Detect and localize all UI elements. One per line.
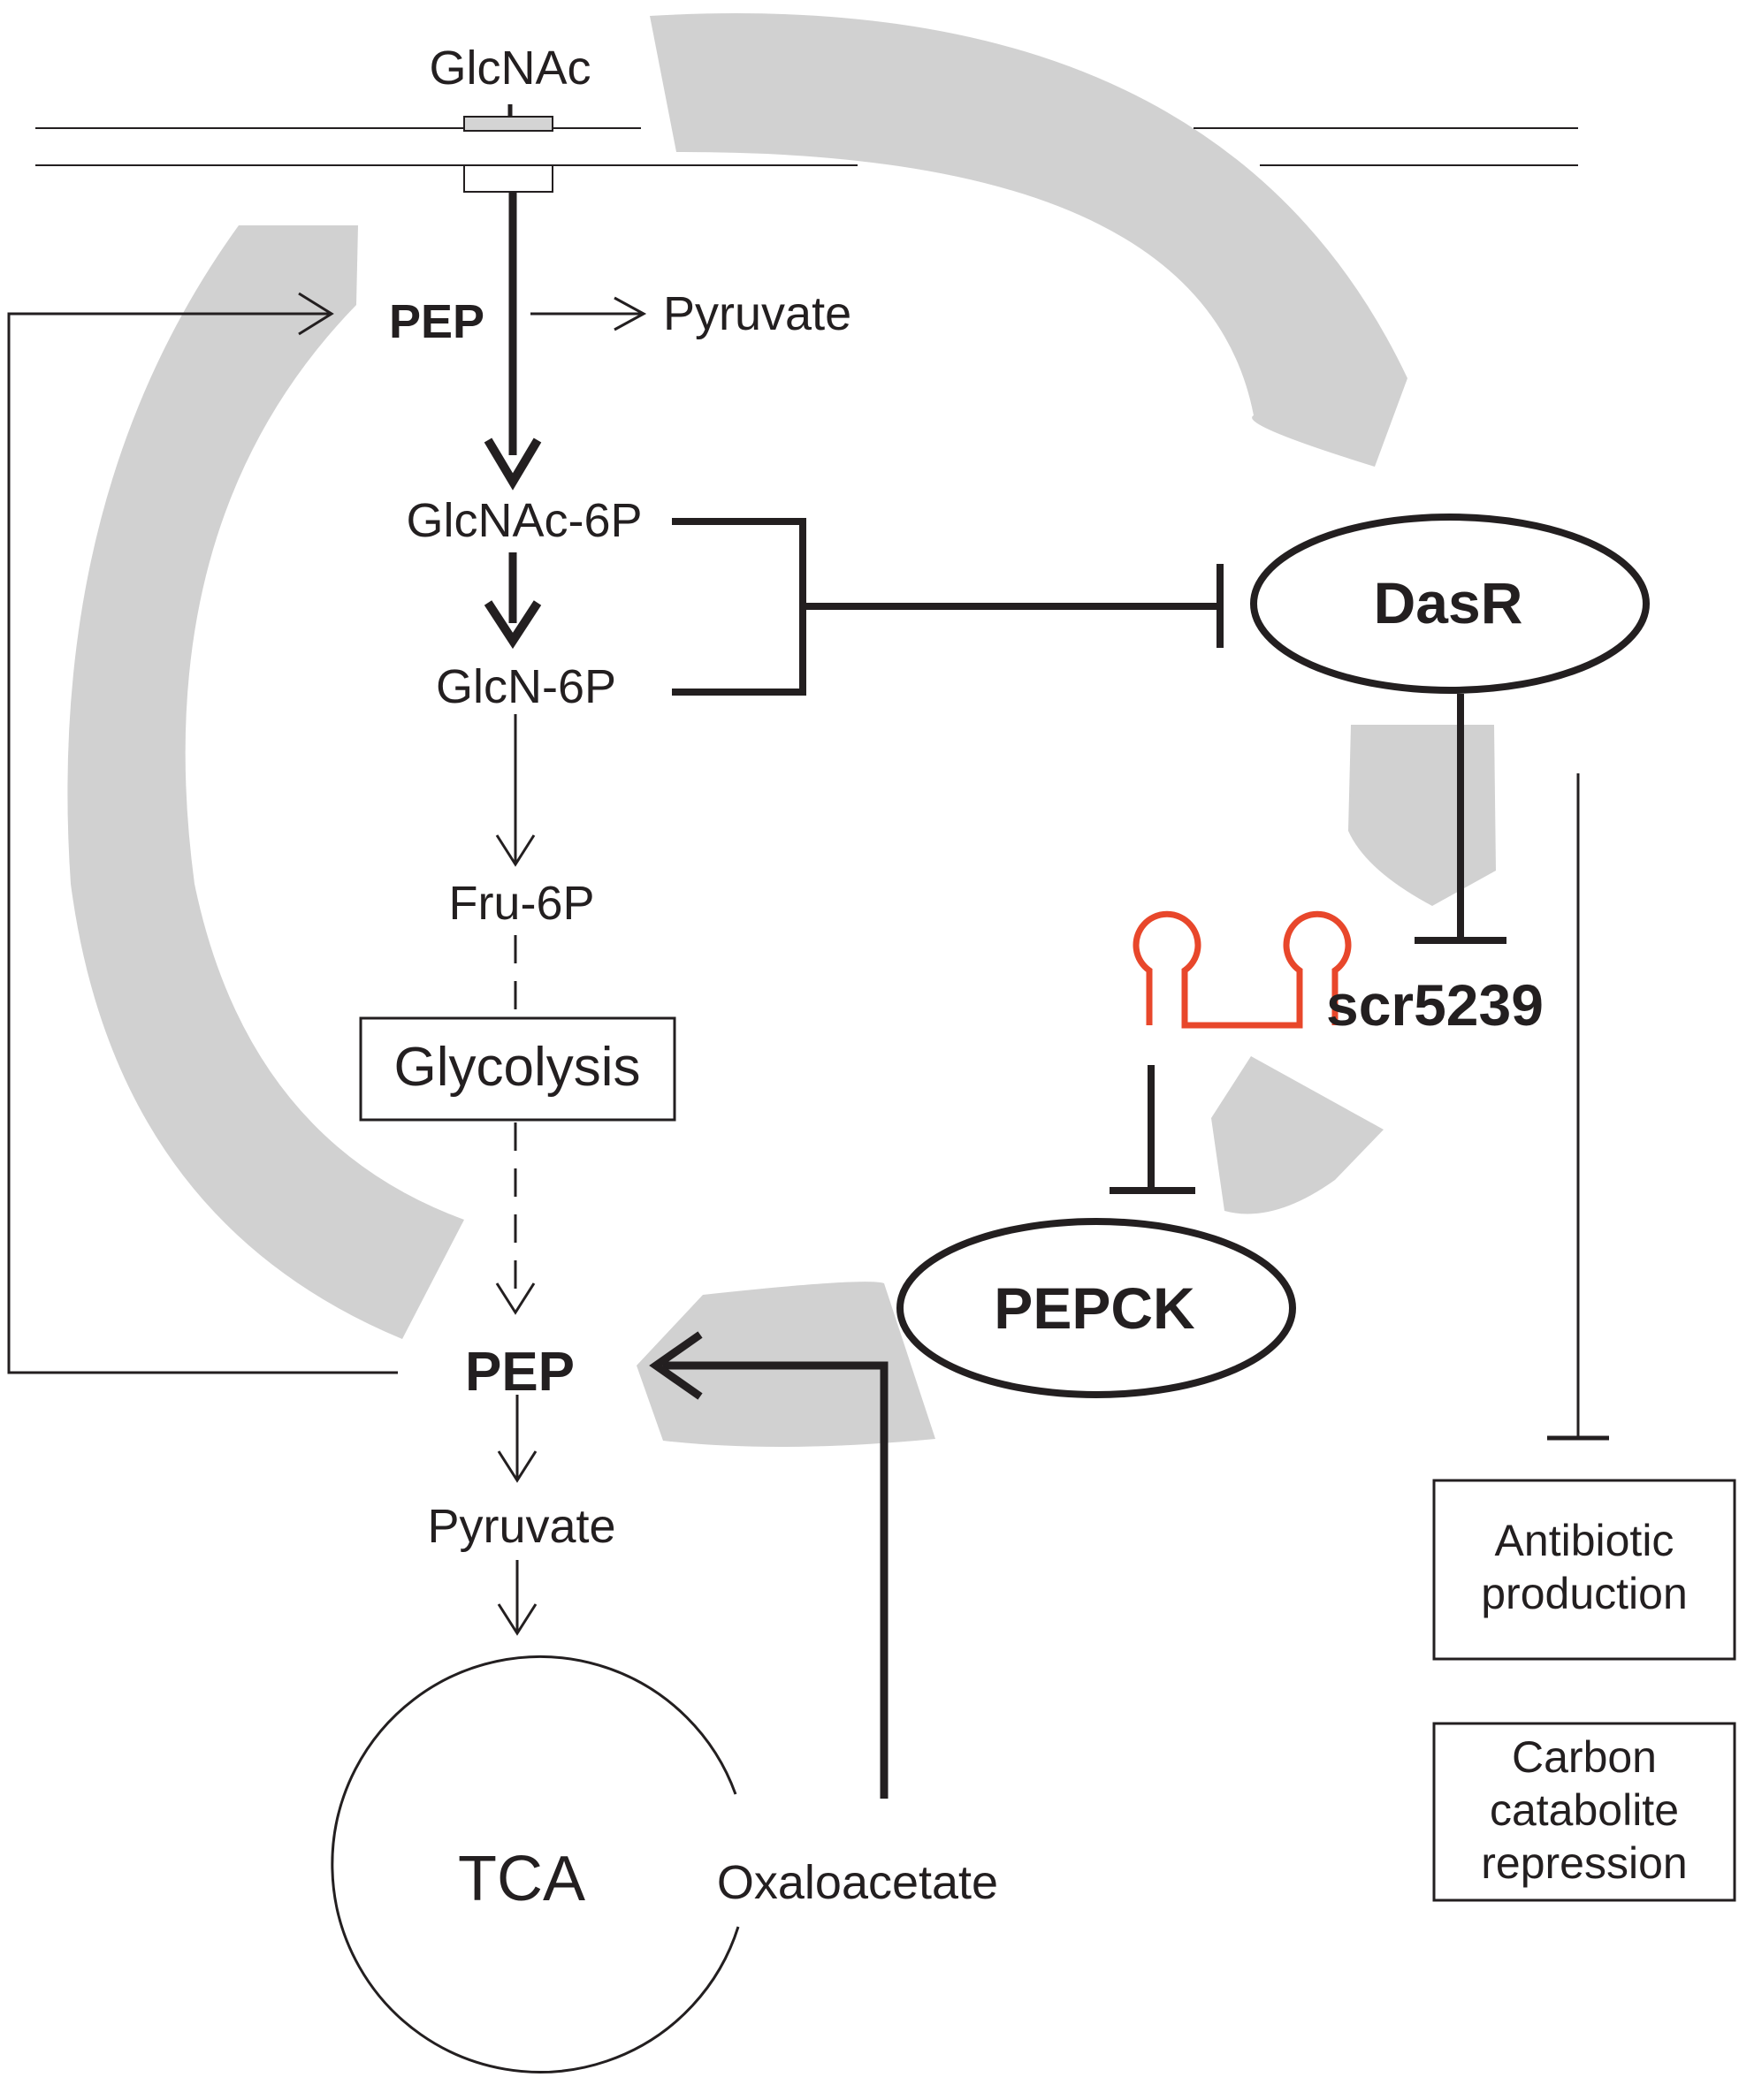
glcnac-label: GlcNAc xyxy=(429,42,591,95)
tca-cycle xyxy=(331,1655,740,2073)
pep-bottom-label: PEP xyxy=(465,1342,575,1403)
tca-label: TCA xyxy=(458,1844,585,1914)
antibiotic-line1: Antibiotic xyxy=(1495,1516,1674,1565)
glycolysis-box xyxy=(359,1016,676,1122)
srna-hairpin-icon xyxy=(1133,910,1352,1029)
regulation-links xyxy=(672,518,1609,1441)
feedback-band-dasr-scr5239 xyxy=(1348,725,1496,906)
oxaloacetate-label: Oxaloacetate xyxy=(717,1856,998,1909)
glycolysis-to-pep-arrowhead xyxy=(495,1282,536,1315)
pyruvate-to-tca-arrowhead xyxy=(497,1603,538,1636)
pathway-arrows xyxy=(7,192,889,1799)
glcn-6p-label: GlcN-6P xyxy=(436,660,616,713)
dasr-node xyxy=(1250,514,1650,694)
feedback-band-top-right xyxy=(650,13,1407,467)
pepck-label: PEPCK xyxy=(994,1275,1195,1341)
glycolysis-label: Glycolysis xyxy=(393,1037,640,1098)
oxaloacetate-to-pep-arrowhead xyxy=(649,1331,703,1400)
ccr-line2: catabolite xyxy=(1490,1785,1679,1835)
ccr-line3: repression xyxy=(1481,1838,1687,1888)
pep-top-label: PEP xyxy=(389,295,484,348)
ccr-line1: Carbon xyxy=(1512,1732,1657,1782)
scr5239-label: scr5239 xyxy=(1326,972,1544,1038)
transporter-outer xyxy=(463,116,553,132)
fru-6p-label: Fru-6P xyxy=(448,877,594,930)
feedback-band-scr5239-pepck xyxy=(1211,1056,1384,1214)
oxaloacetate-to-pep-arrow xyxy=(663,1361,889,1799)
sugar-phosphate-bracket xyxy=(672,518,806,696)
pep-to-pyruvate-arrowhead xyxy=(614,296,647,331)
pepck-node xyxy=(896,1218,1296,1398)
pep-label-bg xyxy=(385,283,500,346)
antibiotic-line2: production xyxy=(1481,1569,1688,1618)
dasr-label: DasR xyxy=(1374,570,1523,635)
carbon-catabolite-repression-box xyxy=(1432,1722,1736,1902)
transporter-inner xyxy=(463,164,553,193)
antibiotic-production-box xyxy=(1432,1479,1736,1661)
pep-recycle-loop xyxy=(7,312,398,1374)
pep-to-pyruvate-bottom-arrowhead xyxy=(497,1450,538,1483)
feedback-band-left xyxy=(67,225,465,1339)
glcnac6p-to-glcn6p-arrowhead xyxy=(484,600,542,650)
pep-recycle-arrowhead xyxy=(298,292,334,336)
cell-membrane xyxy=(35,104,1578,193)
glcnac-6p-label: GlcNAc-6P xyxy=(406,494,642,547)
pyruvate-bottom-label: Pyruvate xyxy=(427,1500,615,1553)
glcn6p-to-fru6p-arrowhead xyxy=(495,834,536,867)
feedback-bands xyxy=(67,13,1496,1448)
pyruvate-top-label: Pyruvate xyxy=(663,287,851,340)
uptake-arrowhead xyxy=(484,438,542,491)
